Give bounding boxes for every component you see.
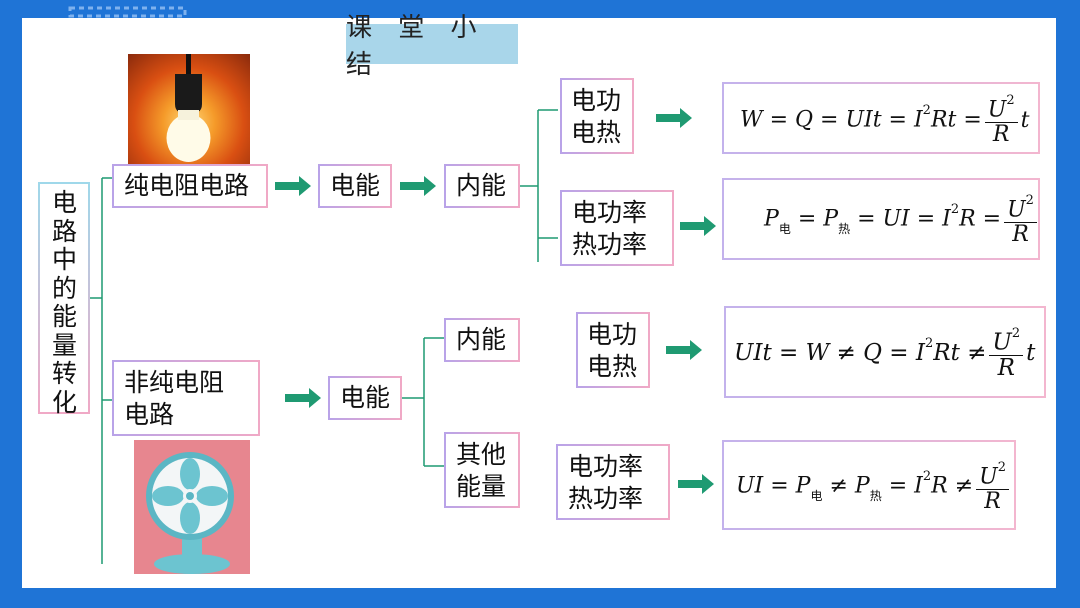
root-label: 电路中的能量转化 bbox=[52, 189, 76, 417]
pure-energy-label: 电能 bbox=[330, 170, 380, 202]
nonpure-other-energy-label: 其他 能量 bbox=[456, 439, 506, 503]
pure-internal-label: 内能 bbox=[456, 170, 506, 202]
pure-energy-node: 电能 bbox=[318, 164, 392, 208]
nonpure-energy-label: 电能 bbox=[340, 382, 390, 414]
arrow-icon bbox=[680, 216, 716, 236]
pure-work-heat-label: 电功 电热 bbox=[571, 85, 621, 149]
nonpure-bracket bbox=[402, 338, 444, 466]
root-node: 电路中的能量转化 bbox=[38, 182, 90, 414]
arrow-icon bbox=[656, 108, 692, 128]
nonpure-circuit-label: 非纯电阻 电路 bbox=[124, 367, 224, 431]
root-bracket bbox=[90, 178, 112, 564]
pure-work-heat-node: 电功 电热 bbox=[560, 78, 634, 154]
nonpure-energy-node: 电能 bbox=[328, 376, 402, 420]
nonpure-power-node: 电功率 热功率 bbox=[556, 444, 670, 520]
nonpure-circuit-node: 非纯电阻 电路 bbox=[112, 360, 260, 436]
arrow-icon bbox=[275, 176, 311, 196]
arrow-icon bbox=[285, 388, 321, 408]
pure-power-label: 电功率 热功率 bbox=[572, 197, 647, 261]
pure-circuit-node: 纯电阻电路 bbox=[112, 164, 268, 208]
pure-internal-node: 内能 bbox=[444, 164, 520, 208]
arrow-icon bbox=[400, 176, 436, 196]
nonpure-internal-node: 内能 bbox=[444, 318, 520, 362]
nonpure-internal-label: 内能 bbox=[456, 324, 506, 356]
nonpure-other-energy-node: 其他 能量 bbox=[444, 432, 520, 508]
nonpure-work-heat-label: 电功 电热 bbox=[587, 319, 637, 383]
pure-bracket bbox=[520, 110, 558, 262]
nonpure-power-label: 电功率 热功率 bbox=[568, 451, 643, 515]
arrow-icon bbox=[678, 474, 714, 494]
arrow-icon bbox=[666, 340, 702, 360]
pure-circuit-label: 纯电阻电路 bbox=[124, 170, 249, 202]
nonpure-work-heat-node: 电功 电热 bbox=[576, 312, 650, 388]
pure-power-node: 电功率 热功率 bbox=[560, 190, 674, 266]
